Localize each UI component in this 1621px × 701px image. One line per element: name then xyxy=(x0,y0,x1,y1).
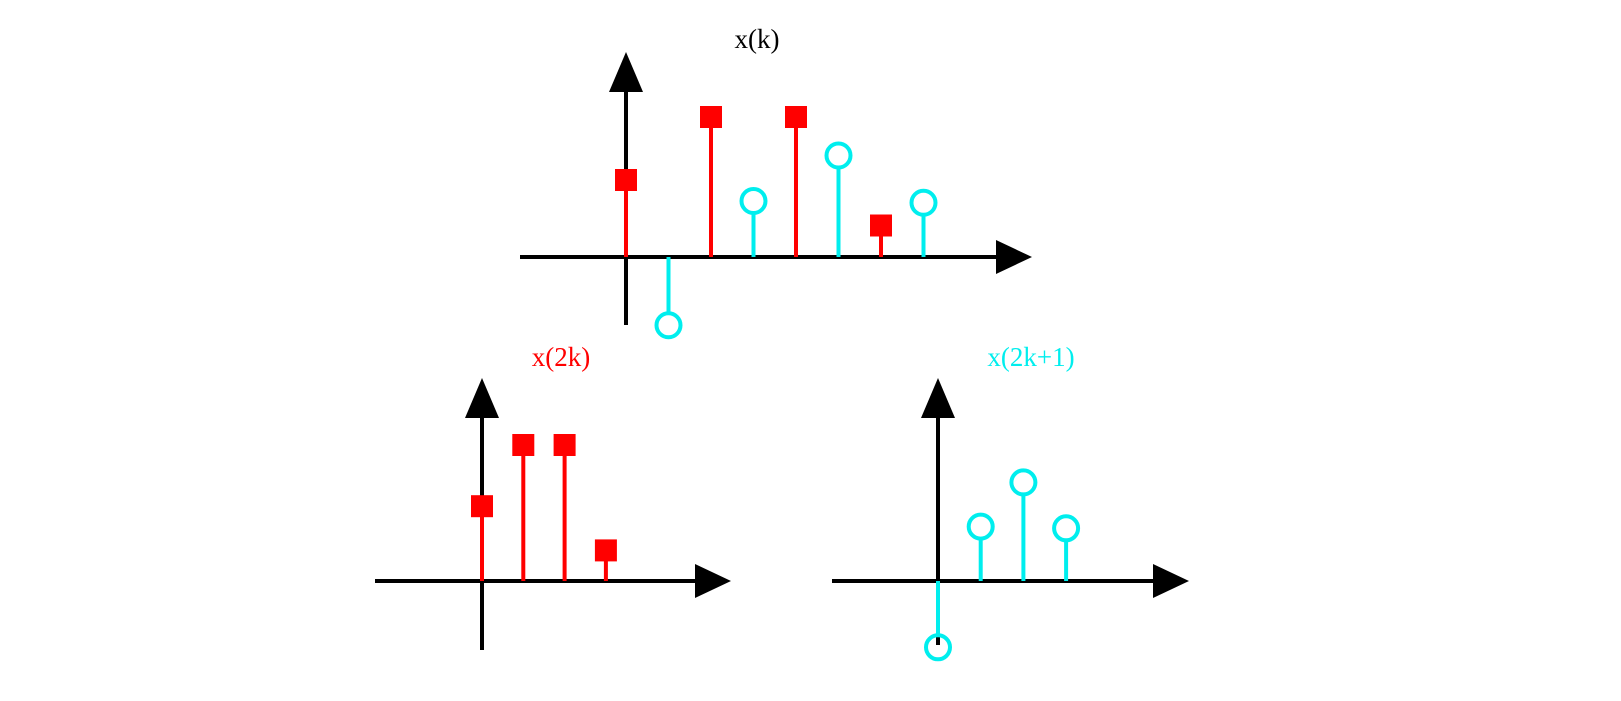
square-marker-icon xyxy=(700,106,722,128)
stem-sample-k0 xyxy=(924,581,952,662)
circle-marker-icon xyxy=(924,633,952,662)
stem-sample-k2 xyxy=(700,106,722,257)
square-marker-icon xyxy=(471,495,493,518)
title-x-2k-plus-1: x(2k+1) xyxy=(987,342,1074,372)
stem-sample-k5 xyxy=(824,141,853,257)
y-axis-arrow-icon xyxy=(921,378,955,418)
title-x-k: x(k) xyxy=(735,24,780,54)
square-marker-icon xyxy=(553,434,576,456)
circle-marker-icon xyxy=(966,512,995,541)
stem-sample-k2 xyxy=(553,434,576,581)
square-marker-icon xyxy=(594,539,617,562)
stem-sample-k7 xyxy=(909,188,938,257)
stem-sample-k1 xyxy=(512,434,535,581)
stem-sample-k3 xyxy=(1052,514,1081,581)
stem-sample-k1 xyxy=(966,512,995,581)
plot-x-2k-plus-1 xyxy=(832,378,1189,662)
x-axis-arrow-icon xyxy=(1153,564,1189,598)
stem-sample-k1 xyxy=(654,257,683,340)
title-x-2k: x(2k) xyxy=(532,342,590,372)
circle-marker-icon xyxy=(1009,468,1038,497)
x-axis-arrow-icon xyxy=(695,564,731,598)
stem-sample-k2 xyxy=(1009,468,1038,581)
square-marker-icon xyxy=(870,214,892,237)
y-axis-arrow-icon xyxy=(465,378,499,418)
circle-marker-icon xyxy=(739,187,768,215)
stem-sample-k0 xyxy=(615,169,637,257)
plot-x-k xyxy=(520,52,1032,340)
circle-marker-icon xyxy=(824,141,853,170)
square-marker-icon xyxy=(785,106,807,128)
y-axis-arrow-icon xyxy=(609,52,643,92)
square-marker-icon xyxy=(615,169,637,191)
square-marker-icon xyxy=(512,434,535,456)
plot-x-2k xyxy=(375,378,731,650)
circle-marker-icon xyxy=(909,188,938,217)
x-axis-arrow-icon xyxy=(996,240,1032,274)
stem-sample-k3 xyxy=(594,539,617,581)
stem-sample-k4 xyxy=(785,106,807,257)
stem-sample-k6 xyxy=(870,214,892,257)
stem-sample-k0 xyxy=(471,495,493,581)
stem-sample-k3 xyxy=(739,187,768,257)
circle-marker-icon xyxy=(1052,514,1081,543)
circle-marker-icon xyxy=(654,311,683,340)
